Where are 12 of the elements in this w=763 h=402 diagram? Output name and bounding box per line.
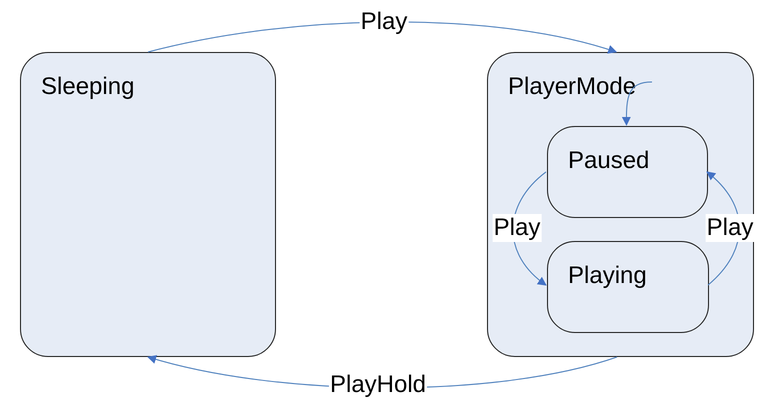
state-name: Sleeping [41, 73, 134, 101]
edge-label: Play [492, 214, 542, 242]
state-box [487, 52, 754, 357]
transition-arrow [148, 22, 618, 54]
state-box [547, 241, 709, 333]
state-box [547, 126, 708, 218]
state-name: Paused [568, 147, 650, 175]
state-name: Playing [568, 262, 647, 290]
transition-arrow [622, 82, 652, 126]
state-name: PlayerMode [508, 73, 636, 101]
edge-label: Play [706, 214, 754, 242]
state-box [20, 52, 276, 357]
